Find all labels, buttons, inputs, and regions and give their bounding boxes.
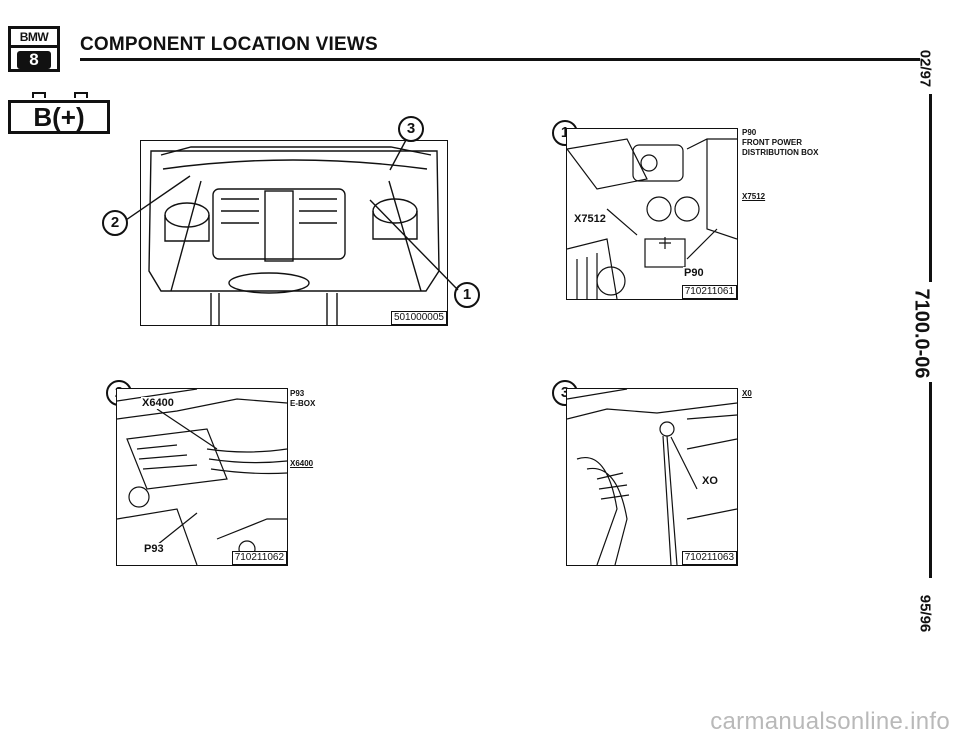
bmw-8-series-logo: BMW 8 bbox=[8, 26, 60, 72]
callout-1: 1 bbox=[454, 282, 480, 308]
view3-drawing bbox=[567, 389, 737, 565]
view1-legend-x7512-code: X7512 bbox=[742, 192, 766, 201]
view2-figure: X6400 P93 710211062 bbox=[116, 388, 288, 566]
side-rule-1 bbox=[929, 94, 932, 282]
view3-label-xo: XO bbox=[701, 475, 719, 487]
side-rule-2 bbox=[929, 382, 932, 578]
view1-label-p90: P90 bbox=[683, 267, 705, 279]
watermark: carmanualsonline.info bbox=[710, 708, 950, 735]
title-rule bbox=[80, 58, 920, 61]
page-title: COMPONENT LOCATION VIEWS bbox=[80, 34, 378, 55]
callout-3: 3 bbox=[398, 116, 424, 142]
view2-legend-p93-text: E-BOX bbox=[290, 399, 316, 408]
view2-figure-id: 710211062 bbox=[231, 551, 287, 565]
view3-figure-id: 710211063 bbox=[681, 551, 737, 565]
view1-figure-id: 710211061 bbox=[681, 285, 737, 299]
callout-2: 2 bbox=[102, 210, 128, 236]
figure-id: 501000005 bbox=[390, 311, 447, 325]
view2-label-x6400: X6400 bbox=[141, 397, 175, 409]
view1-legend-p90-text: FRONT POWER DISTRIBUTION BOX bbox=[742, 138, 819, 157]
battery-label: B(+) bbox=[8, 100, 110, 134]
view3-legend-x0-code: X0 bbox=[742, 389, 752, 398]
logo-brand: BMW bbox=[11, 29, 57, 48]
view1-legend-p90-code: P90 bbox=[742, 128, 757, 137]
engine-bay-overview-figure: 501000005 bbox=[140, 140, 448, 326]
battery-positive-symbol: B(+) bbox=[8, 92, 110, 134]
view2-legend-p93-code: P93 bbox=[290, 389, 305, 398]
view1-drawing bbox=[567, 138, 737, 299]
view2-label-p93: P93 bbox=[143, 543, 165, 555]
view1-label-x7512: X7512 bbox=[573, 213, 607, 225]
logo-series: 8 bbox=[17, 51, 51, 69]
view1-figure: X7512 P90 710211061 bbox=[566, 128, 738, 300]
view2-legend-x6400-code: X6400 bbox=[290, 459, 314, 468]
view3-figure: XO 710211063 bbox=[566, 388, 738, 566]
view2-drawing bbox=[117, 389, 287, 565]
